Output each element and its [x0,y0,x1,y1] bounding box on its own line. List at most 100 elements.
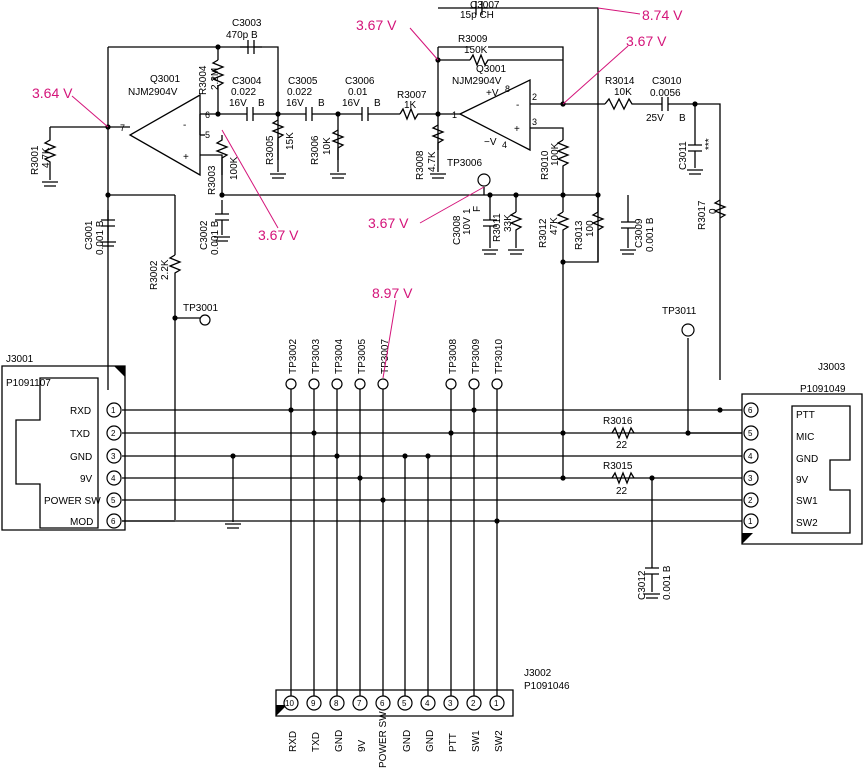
opamp-right-ref: Q3001 [476,64,506,75]
c3004-type: B [258,98,265,109]
res-r3008: R3008 4.7K [415,124,445,180]
c3012-ref: C3012 [637,570,648,600]
r3016-ref: R3016 [603,416,633,427]
opamp-right-pin-plus: 3 [532,117,537,127]
tp3011-label: TP3011 [662,306,697,317]
c3010-val: 0.0056 [650,88,681,99]
tp3007-label: TP3007 [380,339,391,374]
cap-c3012: C3012 0.001 B [637,560,673,600]
cap-c3003: C3003 470p B [226,18,262,54]
res-r3013: R3013 100 [574,211,605,250]
j3003-pin6-num: 6 [748,406,753,415]
j3002-pin4-label: GND [425,730,436,752]
j3001-ref: J3001 [6,354,34,365]
j3002-ref: J3002 [524,668,552,679]
c3005-type: B [318,98,325,109]
res-r3017: R3017 0 [697,199,727,230]
cap-c3005: C3005 0.022 16V B [286,76,325,121]
r3012-ref: R3012 [538,218,549,248]
c3004-val: 0.022 [231,87,256,98]
c3004-ref: C3004 [232,76,262,87]
opamp-right-pin-out: 1 [452,110,457,120]
r3009-val: 150K [464,45,488,56]
c3010-volt: 25V [646,113,664,124]
r3008-val: 4.7K [427,151,438,172]
res-r3012: R3012 47K [538,211,570,248]
c3003-val: 470p B [226,30,258,41]
res-r3003: R3003 100K [207,135,240,195]
voltage-367-left: 3.67 V [258,227,299,243]
j3002-part: P1091046 [524,681,570,692]
c3006-val: 0.01 [348,87,368,98]
c3006-type: B [374,98,381,109]
r3003-ref: R3003 [207,165,218,195]
r3015-ref: R3015 [603,461,633,472]
c3010-ref: C3010 [652,76,682,87]
j3003-pin3-num: 3 [748,474,753,483]
j3003-pins: 6 5 4 3 2 1 PTT MIC GND 9V SW1 SW2 [743,402,818,529]
j3003-pin1-num: 1 [748,517,753,526]
voltage-874: 8.74 V [642,7,683,23]
j3001-pin3-num: 3 [111,452,116,461]
tp3010-label: TP3010 [494,339,505,374]
opamp-right-vminus: −V [484,137,497,148]
c3008-volt: 10V [462,217,473,235]
opamp-right: - + 1 2 3 Q3001 NJM2904V +V 8 −V 4 [452,64,537,152]
opamp-left-pin-minus: 6 [205,110,210,120]
c3005-val: 0.022 [287,87,312,98]
j3001-pin2-label: TXD [70,429,90,440]
r3006-ref: R3006 [310,135,321,165]
ground-symbols [42,169,703,599]
j3002-pin7-label: 9V [357,739,368,752]
res-r3009: R3009 150K [458,34,490,67]
r3016-val: 22 [616,440,628,451]
tp3005-label: TP3005 [357,339,368,374]
voltage-367-tp3006: 3.67 V [368,215,409,231]
tp3009-label: TP3009 [471,339,482,374]
j3003-pin2-label: SW1 [796,496,818,507]
r3013-ref: R3013 [574,220,585,250]
c3007-val: 15p CH [460,10,494,21]
j3003-pin6-label: PTT [796,410,815,421]
c3010-type: B [679,113,686,124]
junction-dots [105,44,723,524]
opamp-left-pin-plus: 5 [205,130,210,140]
connector-j3003: J3003 P1091049 6 5 4 3 2 1 PTT MIC GND 9… [741,362,863,545]
res-r3005: R3005 15K [265,119,296,172]
c3004-volt: 16V [229,98,247,109]
j3003-pin4-num: 4 [748,452,753,461]
tp3006-label: TP3006 [447,158,482,169]
tp3008-label: TP3008 [448,339,459,374]
voltage-364: 3.64 V [32,85,73,101]
voltage-callouts: 3.64 V 3.67 V 8.74 V 3.67 V 3.67 V 3.67 … [32,7,683,379]
r3001-val: 4.7K [41,147,52,168]
r3005-ref: R3005 [265,135,276,165]
cap-c3002: C3002 0.001 B [199,200,229,255]
testpoint-tp3011: TP3011 [662,306,697,337]
j3003-pin5-label: MIC [796,432,814,443]
j3002-pin6-label: POWER SW [378,711,389,768]
c3008-type: F [472,206,483,212]
j3003-pin2-num: 2 [748,496,753,505]
j3003-part: P1091049 [800,384,846,395]
j3001-pin1-label: RXD [70,406,91,417]
r3010-val: 100K [550,142,561,166]
c3009-ref: C3009 [634,218,645,248]
cap-c3004: C3004 0.022 16V B [229,76,265,121]
r3014-val: 10K [614,87,632,98]
r3002-ref: R3002 [149,260,160,290]
connector-j3002: J3002 P1091046 10 9 8 7 6 5 4 3 2 1 RXD … [275,668,570,768]
j3003-pin3-label: 9V [796,475,809,486]
j3002-pin5-label: GND [402,730,413,752]
j3002-pin1-label: SW2 [494,730,505,752]
c3006-ref: C3006 [345,76,375,87]
j3001-pins: 1 2 3 4 5 6 RXD TXD GND 9V POWER SW MOD [44,402,122,529]
j3002-pin4-num: 4 [425,699,430,708]
r3004-ref: R3004 [198,65,209,95]
j3003-pin4-label: GND [796,454,818,465]
r3004-val: 2.2M [210,68,221,90]
cap-c3006: C3006 0.01 16V B [342,76,381,121]
r3014-ref: R3014 [605,76,635,87]
cap-c3007: C3007 15p CH [460,0,500,21]
opamp-left: - + 7 6 5 Q3001 NJM2904V [120,74,210,177]
